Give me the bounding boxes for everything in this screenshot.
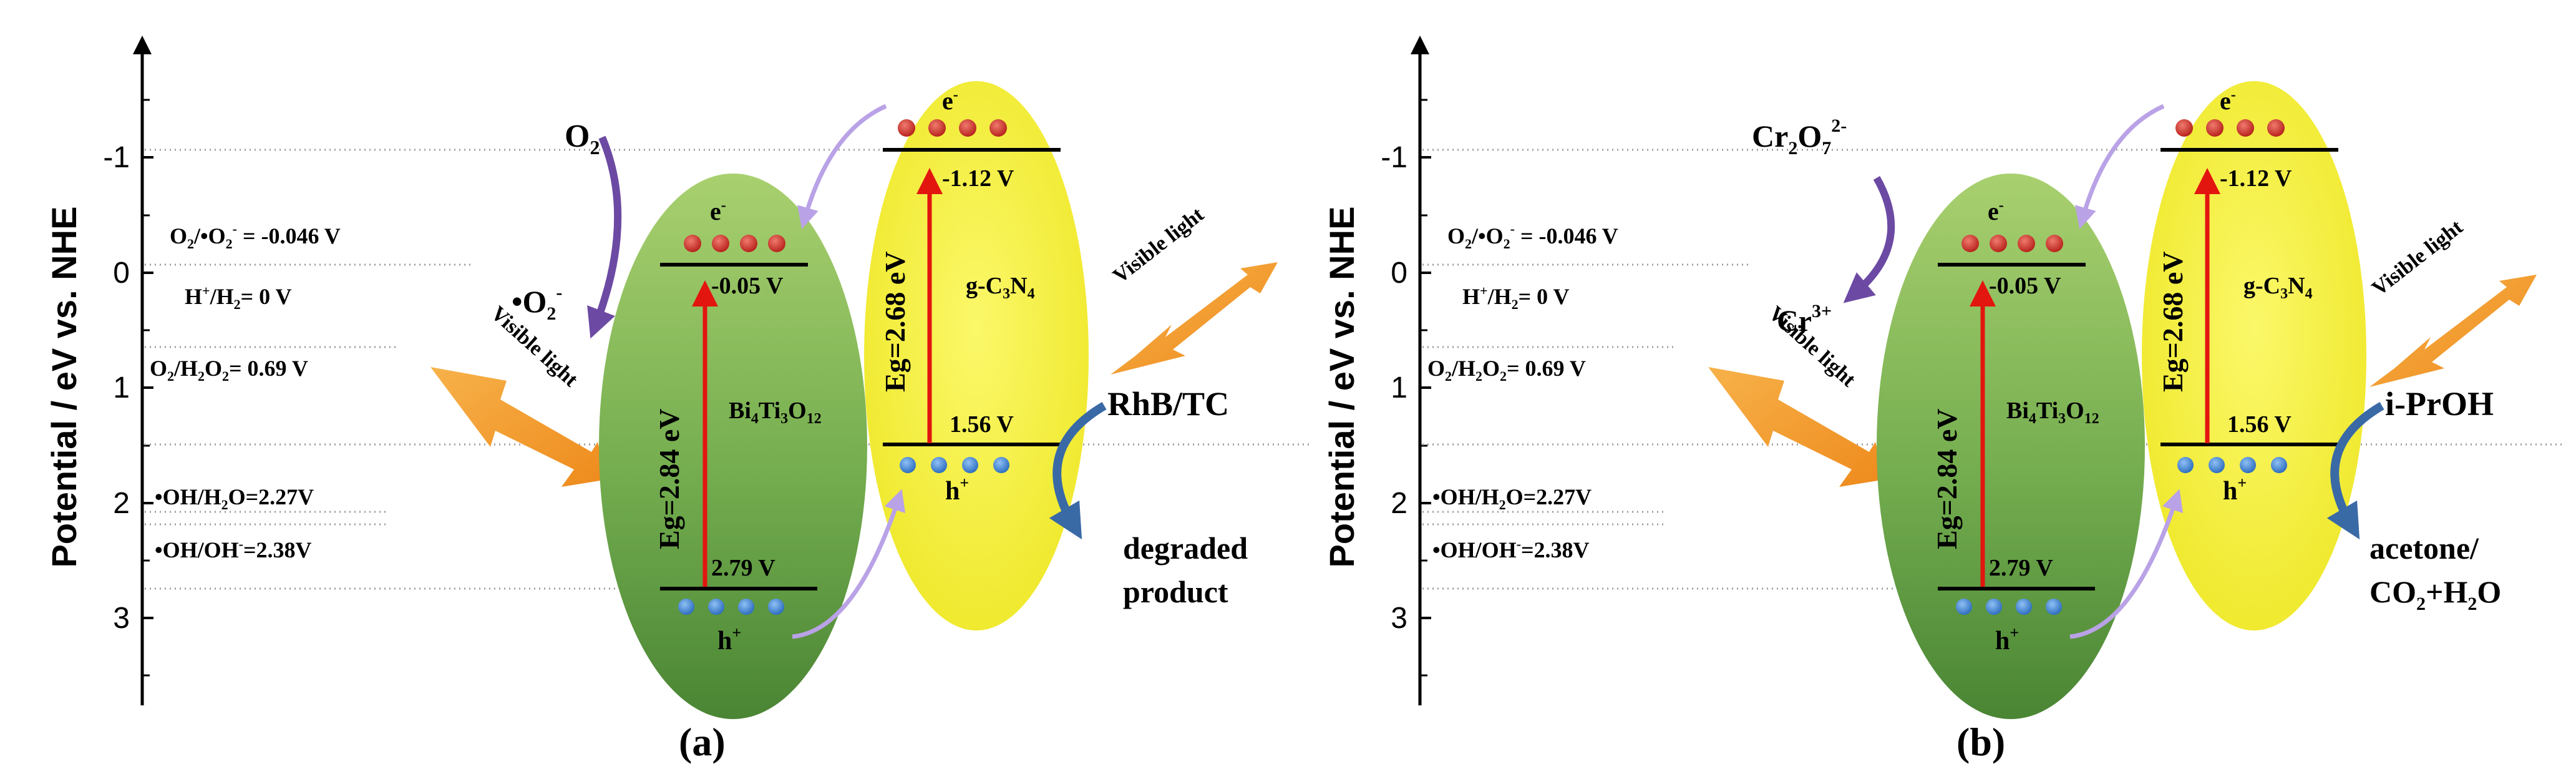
potential-h-h2: H+/H2= 0 V — [185, 283, 291, 312]
bi-hole-label: h+ — [1995, 624, 2019, 655]
y-tick-label: -1 — [103, 141, 130, 174]
product-line-1: degraded — [1123, 531, 1248, 566]
potential-oh-oh-minus: •OH/OH-=2.38V — [1432, 536, 1589, 562]
electron-transfer-arrow — [797, 104, 887, 229]
electron-transfer-arrow — [2074, 104, 2165, 229]
bi-electron-label: e- — [710, 197, 726, 225]
gcn-hole-label: h+ — [2223, 474, 2247, 506]
holes-bi4ti3o12 — [678, 599, 784, 615]
reactant-dichromate: Cr2O72- — [1752, 115, 1847, 159]
g-c3n4-label: g-C3N4 — [2243, 273, 2313, 302]
gcn-hole-label: h+ — [945, 474, 969, 506]
gcn-bandgap-label: Eg=2.68 eV — [2157, 251, 2189, 392]
product-line-1: acetone/ — [2369, 531, 2479, 566]
gcn-cb-value: -1.12 V — [2220, 165, 2292, 192]
holes-g-c3n4 — [2177, 457, 2287, 473]
hole-transfer-arrow — [2069, 489, 2184, 639]
y-tick-label: 2 — [1391, 487, 1407, 520]
visible-light-label: Visible light — [2368, 215, 2467, 300]
potential-o2-h2o2: O2/H2O2= 0.69 V — [1427, 356, 1586, 384]
potential-oh-oh-minus: •OH/OH-=2.38V — [155, 536, 311, 562]
bi4ti3o12-label: Bi4Ti3O12 — [729, 398, 822, 427]
visible-light-label: Visible light — [1109, 203, 1208, 288]
bi4ti3o12-label: Bi4Ti3O12 — [2006, 398, 2099, 427]
y-tick-label: -1 — [1381, 141, 1407, 174]
bi-hole-label: h+ — [717, 624, 741, 655]
y-tick-label: 0 — [1391, 257, 1407, 290]
hole-transfer-arrow — [792, 489, 906, 639]
y-ticks — [142, 99, 153, 677]
potential-labels: O2/•O2- = -0.046 V H+/H2= 0 V O2/H2O2= 0… — [1427, 221, 1618, 562]
pollutant-label: RhB/TC — [1107, 385, 1229, 423]
lightning-bolt-icon — [1708, 367, 1885, 487]
panel-caption: (b) — [1956, 720, 2005, 764]
y-tick-label: 0 — [113, 257, 130, 290]
y-ticks — [1420, 99, 1431, 677]
bi4ti3o12-ellipse — [1877, 174, 2145, 719]
potential-o2-h2o2: O2/H2O2= 0.69 V — [150, 356, 308, 384]
y-axis-label: Potential / eV vs. NHE — [44, 207, 84, 568]
potential-oh-h2o: •OH/H2O=2.27V — [1432, 484, 1592, 512]
o2-reduction-arrow — [587, 135, 622, 339]
y-tick-label: 1 — [113, 371, 130, 404]
y-tick-label: 3 — [113, 602, 130, 635]
oxidation-arrow — [2326, 401, 2384, 540]
product-line-2: CO2+H2O — [2369, 574, 2501, 614]
dichromate-reduction-arrow — [1843, 176, 1895, 303]
bi-electron-label: e- — [1988, 197, 2004, 225]
y-axis-label: Potential / eV vs. NHE — [1322, 207, 1361, 568]
gcn-vb-value: 1.56 V — [2227, 411, 2292, 438]
bi-vb-value: 2.79 V — [1989, 555, 2053, 581]
lightning-bolt-icon — [430, 367, 608, 487]
lightning-bolt-icon — [2369, 275, 2537, 387]
electrons-bi4ti3o12 — [684, 235, 785, 252]
lightning-bolt-icon — [1111, 262, 1278, 375]
potential-oh-h2o: •OH/H2O=2.27V — [155, 484, 314, 512]
potential-o2-superoxide: O2/•O2- = -0.046 V — [170, 221, 341, 252]
gcn-cb-value: -1.12 V — [942, 165, 1014, 192]
potential-h-h2: H+/H2= 0 V — [1462, 283, 1569, 312]
panel-b: Potential / eV vs. NHE -1 0 1 2 3 — [1322, 36, 2563, 764]
y-tick-label: 3 — [1391, 602, 1407, 635]
panel-a: Potential / eV vs. NHE -1 0 1 2 3 — [44, 36, 1310, 764]
holes-g-c3n4 — [900, 457, 1009, 473]
electrons-g-c3n4 — [2175, 119, 2285, 137]
gcn-electron-label: e- — [942, 87, 958, 115]
panel-caption: (a) — [679, 720, 726, 764]
g-c3n4-ellipse — [2142, 81, 2366, 630]
potential-lines — [1422, 149, 2563, 590]
potential-lines — [145, 149, 1310, 590]
bi4ti3o12-ellipse — [599, 174, 867, 719]
pollutant-label: i-PrOH — [2385, 385, 2494, 423]
bi-bandgap-label: Eg=2.84 eV — [1931, 408, 1963, 549]
reactant-o2: O2 — [565, 119, 600, 159]
gcn-vb-value: 1.56 V — [950, 411, 1014, 438]
y-tick-label: 2 — [113, 487, 130, 520]
potential-o2-superoxide: O2/•O2- = -0.046 V — [1447, 221, 1618, 252]
bi-cb-value: -0.05 V — [1989, 273, 2061, 299]
bi-cb-value: -0.05 V — [711, 273, 784, 299]
product-line-2: product — [1123, 574, 1228, 609]
bi-bandgap-label: Eg=2.84 eV — [653, 408, 685, 549]
product-superoxide: •O2- — [512, 282, 562, 324]
electrons-bi4ti3o12 — [1961, 235, 2063, 252]
g-c3n4-ellipse — [864, 81, 1089, 630]
degradation-arrow — [1049, 401, 1107, 540]
product-cr3: Cr3+ — [1777, 301, 1832, 338]
gcn-electron-label: e- — [2220, 87, 2236, 115]
electrons-g-c3n4 — [898, 119, 1007, 137]
holes-bi4ti3o12 — [1956, 599, 2062, 615]
gcn-bandgap-label: Eg=2.68 eV — [879, 251, 911, 392]
bi-vb-value: 2.79 V — [711, 555, 775, 581]
y-tick-label: 1 — [1391, 371, 1407, 404]
potential-labels: O2/•O2- = -0.046 V H+/H2= 0 V O2/H2O2= 0… — [150, 221, 341, 562]
g-c3n4-label: g-C3N4 — [966, 273, 1035, 302]
